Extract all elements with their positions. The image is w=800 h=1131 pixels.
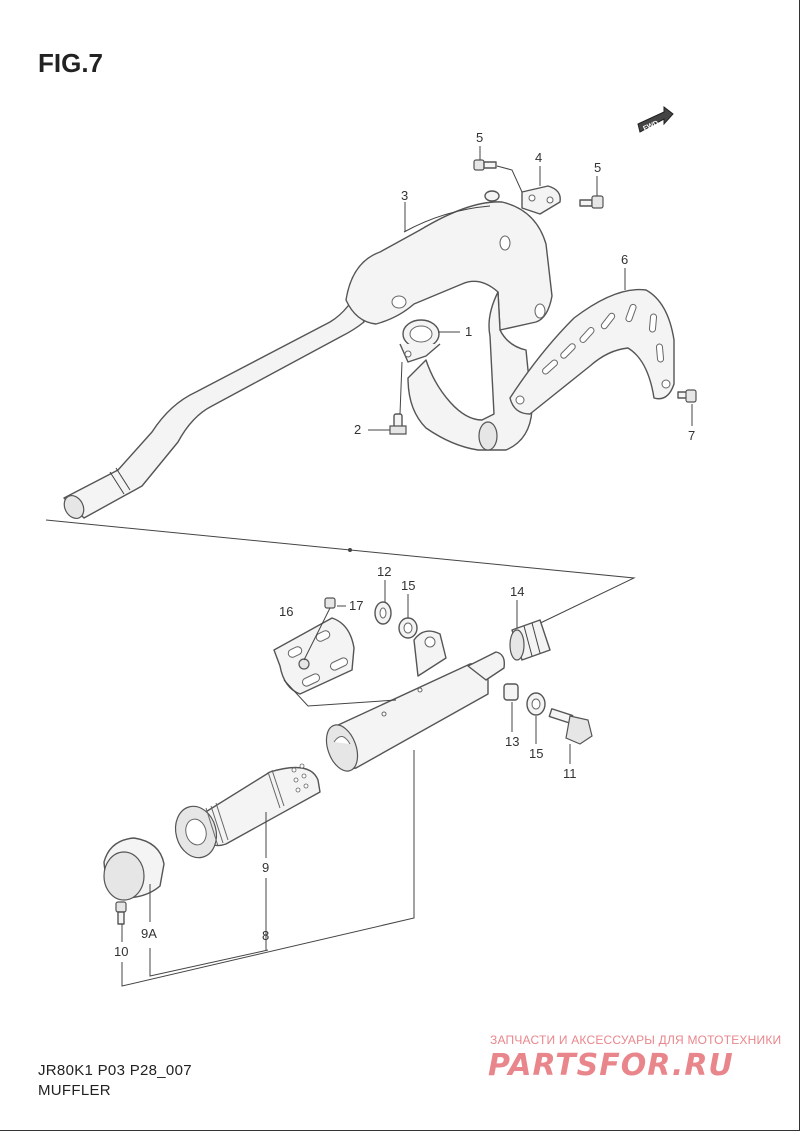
mounting-tab bbox=[413, 630, 447, 677]
gasket-part-1 bbox=[399, 319, 441, 363]
callout-6: 6 bbox=[621, 252, 629, 267]
section-divider-line bbox=[45, 519, 636, 629]
watermark-logo: PARTSFOR.RU bbox=[488, 1048, 734, 1083]
watermark-logo-text: PARTSFOR.RU bbox=[488, 1048, 734, 1083]
leader-line-16 bbox=[283, 679, 397, 707]
model-code: JR80K1 P03 P28_007 bbox=[38, 1062, 192, 1079]
diagram-caption: MUFFLER bbox=[38, 1082, 111, 1099]
callout-9: 9 bbox=[262, 860, 270, 875]
callout-12: 12 bbox=[377, 564, 392, 579]
callout-13: 13 bbox=[505, 734, 520, 749]
inner-pipe-part-9 bbox=[174, 763, 321, 859]
callout-4: 4 bbox=[535, 150, 543, 165]
bolt-part-7 bbox=[677, 389, 697, 403]
washer-part-15-top bbox=[398, 617, 418, 639]
callout-5: 5 bbox=[594, 160, 602, 175]
end-cap-part-9A bbox=[103, 837, 165, 901]
callout-8: 8 bbox=[262, 928, 270, 943]
callout-17: 17 bbox=[349, 598, 364, 613]
fwd-arrow-icon: FWD bbox=[637, 105, 674, 133]
collar-part-12 bbox=[374, 601, 392, 625]
callout-2: 2 bbox=[354, 422, 362, 437]
callout-14: 14 bbox=[510, 584, 525, 599]
callout-7: 7 bbox=[688, 428, 696, 443]
bolt-part-2 bbox=[389, 413, 407, 435]
grommet-part-14 bbox=[509, 619, 551, 661]
bolt-part-5-left bbox=[473, 159, 497, 171]
callout-10: 10 bbox=[114, 944, 129, 959]
callout-16: 16 bbox=[279, 604, 294, 619]
callout-1: 1 bbox=[465, 324, 473, 339]
exhaust-pipe-part-3 bbox=[63, 201, 553, 520]
collar-part-13 bbox=[503, 683, 519, 701]
screw-part-10 bbox=[115, 901, 127, 925]
callout-15: 15 bbox=[529, 746, 544, 761]
bolt-part-11 bbox=[548, 708, 593, 745]
bracket-part-4 bbox=[484, 185, 561, 215]
bracket-part-16 bbox=[273, 617, 355, 695]
watermark-tagline: ЗАПЧАСТИ И АКСЕССУАРЫ ДЛЯ МОТОТЕХНИКИ bbox=[490, 1033, 782, 1047]
leader-lines bbox=[121, 146, 693, 987]
callout-9a: 9A bbox=[141, 926, 157, 941]
figure-title: FIG.7 bbox=[38, 48, 104, 78]
callout-11: 11 bbox=[563, 766, 577, 781]
callout-15: 15 bbox=[401, 578, 416, 593]
callout-3: 3 bbox=[401, 188, 409, 203]
washer-part-15-bottom bbox=[526, 692, 546, 716]
silencer-part-8 bbox=[325, 651, 506, 772]
heat-guard-part-6 bbox=[509, 288, 675, 415]
bolt-part-5-right bbox=[579, 195, 604, 209]
screw-part-17 bbox=[303, 597, 336, 661]
callout-5: 5 bbox=[476, 130, 484, 145]
